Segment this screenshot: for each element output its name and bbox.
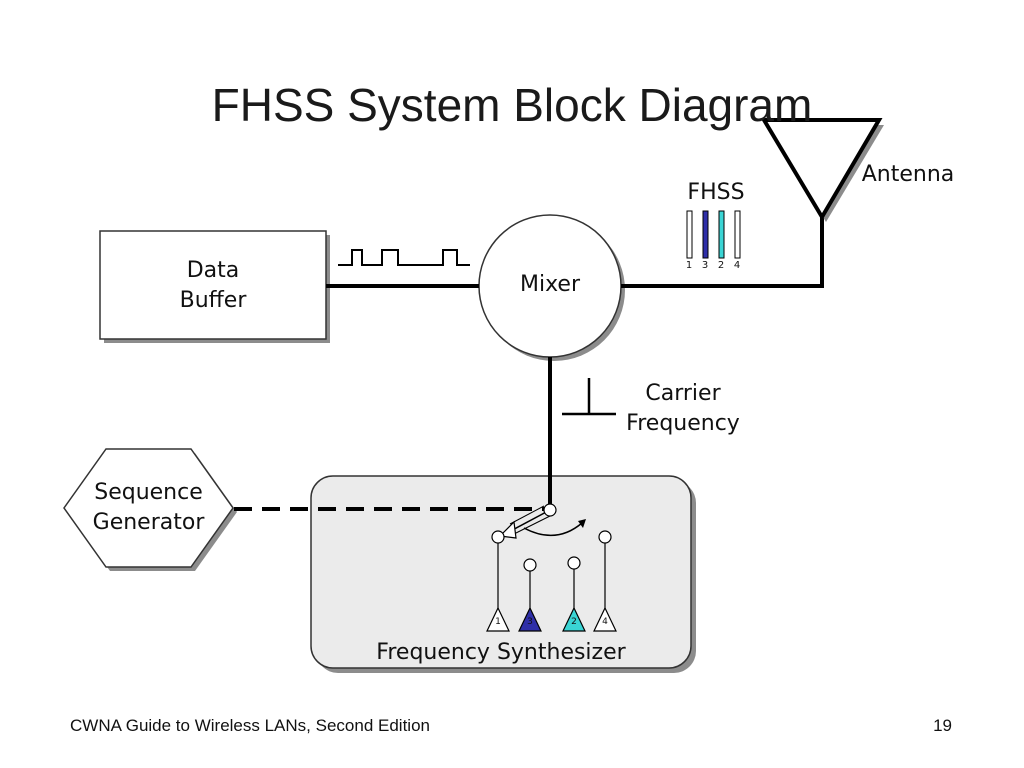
carrier-frequency-label: Carrier Frequency (618, 379, 748, 439)
carrier-frequency-line1: Carrier (645, 381, 721, 406)
synth-source-4 (593, 606, 617, 632)
fhss-channel-number: 4 (733, 260, 741, 271)
fhss-bar-3 (702, 210, 709, 259)
rotation-arrowhead-icon (578, 519, 586, 528)
frequency-synthesizer-box (310, 475, 692, 669)
fhss-channel-number: 1 (685, 260, 693, 271)
synth-source-number: 4 (602, 617, 608, 627)
sequence-generator-line2: Generator (92, 510, 205, 535)
synth-source-number: 1 (495, 617, 501, 627)
antenna-icon (760, 118, 883, 221)
rotation-arrow-icon (523, 522, 583, 537)
synth-source-1 (486, 606, 510, 632)
mixer-to-antenna-line (621, 215, 824, 288)
switch-arrow-icon (498, 520, 517, 539)
fhss-bar-1 (686, 210, 693, 259)
data-buffer-line1: Data (186, 258, 240, 283)
mixer-label: Mixer (519, 272, 581, 297)
data-buffer-label: Data Buffer (100, 256, 326, 316)
sequence-generator-hexagon (63, 448, 234, 568)
footer-text: CWNA Guide to Wireless LANs, Second Edit… (70, 716, 430, 735)
fhss-channel-number: 3 (701, 260, 709, 271)
synth-source-2 (562, 606, 586, 632)
synth-contact-2 (567, 556, 581, 570)
switch-arm-outline-b (513, 513, 555, 535)
switch-pivot (543, 503, 557, 517)
switch-arm-outline-a (509, 505, 545, 525)
synth-source-number: 2 (571, 617, 577, 627)
synth-source-number: 3 (527, 617, 533, 627)
synth-contact-1 (491, 530, 505, 544)
sequence-generator-line1: Sequence (94, 480, 203, 505)
data-pulse-waveform (338, 249, 470, 266)
fhss-bar-4 (734, 210, 741, 259)
fhss-label: FHSS (687, 180, 745, 205)
carrier-frequency-line2: Frequency (626, 411, 740, 436)
slide-title: FHSS System Block Diagram (211, 79, 813, 131)
fhss-channel-number: 2 (717, 260, 725, 271)
data-buffer-line2: Buffer (179, 288, 247, 313)
synth-source-3 (518, 606, 542, 632)
sequence-generator-label: Sequence Generator (64, 478, 233, 538)
page-number: 19 (933, 716, 952, 735)
frequency-synthesizer-label: Frequency Synthesizer (376, 640, 626, 665)
antenna-label: Antenna (861, 162, 955, 187)
fhss-bar-2 (718, 210, 725, 259)
synth-contact-3 (523, 558, 537, 572)
synth-contact-4 (598, 530, 612, 544)
